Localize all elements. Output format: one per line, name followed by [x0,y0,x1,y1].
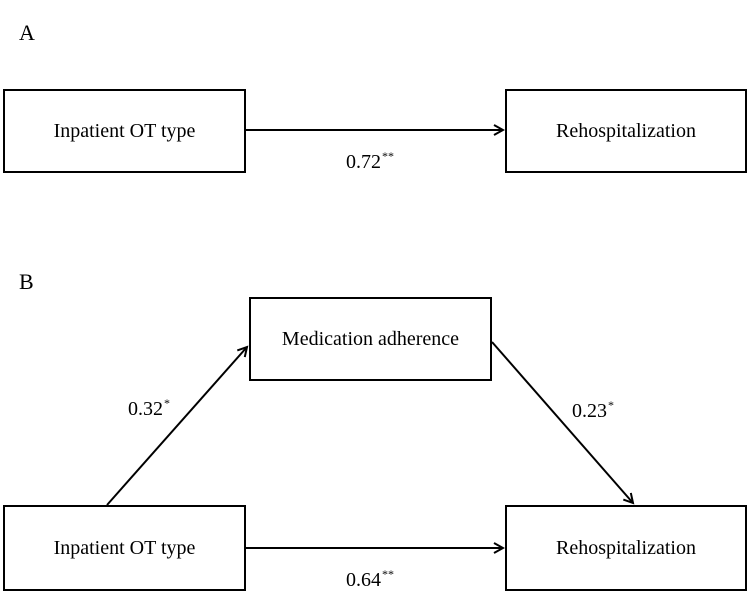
node-b-outcome-label: Rehospitalization [556,536,696,559]
coef-b-path-a-value: 0.32 [128,398,163,420]
node-a-predictor-label: Inpatient OT type [53,119,196,142]
coef-b-direct-sig: ** [382,567,394,581]
coef-b-path-a-sig: * [164,396,170,410]
node-b-predictor: Inpatient OT type [3,505,246,591]
arrow-b-path-a [106,347,247,506]
arrow-b-path-b [491,341,633,503]
node-b-mediator-label: Medication adherence [281,327,460,350]
node-b-mediator: Medication adherence [249,297,492,381]
coef-a-direct-sig: ** [382,149,394,163]
node-a-outcome-label: Rehospitalization [556,119,696,142]
node-a-outcome: Rehospitalization [505,89,747,173]
node-a-predictor: Inpatient OT type [3,89,246,173]
coef-b-path-a: 0.32* [128,397,170,419]
coef-b-path-b: 0.23* [572,399,614,421]
coef-a-direct: 0.72** [346,150,394,172]
panel-label-b: B [19,269,34,294]
panel-label-a: A [19,20,35,45]
coef-b-path-b-sig: * [608,398,614,412]
coef-b-direct-value: 0.64 [346,569,381,591]
node-b-outcome: Rehospitalization [505,505,747,591]
coef-a-direct-value: 0.72 [346,151,381,173]
coef-b-direct: 0.64** [346,568,394,590]
node-b-predictor-label: Inpatient OT type [53,536,196,559]
coef-b-path-b-value: 0.23 [572,400,607,422]
